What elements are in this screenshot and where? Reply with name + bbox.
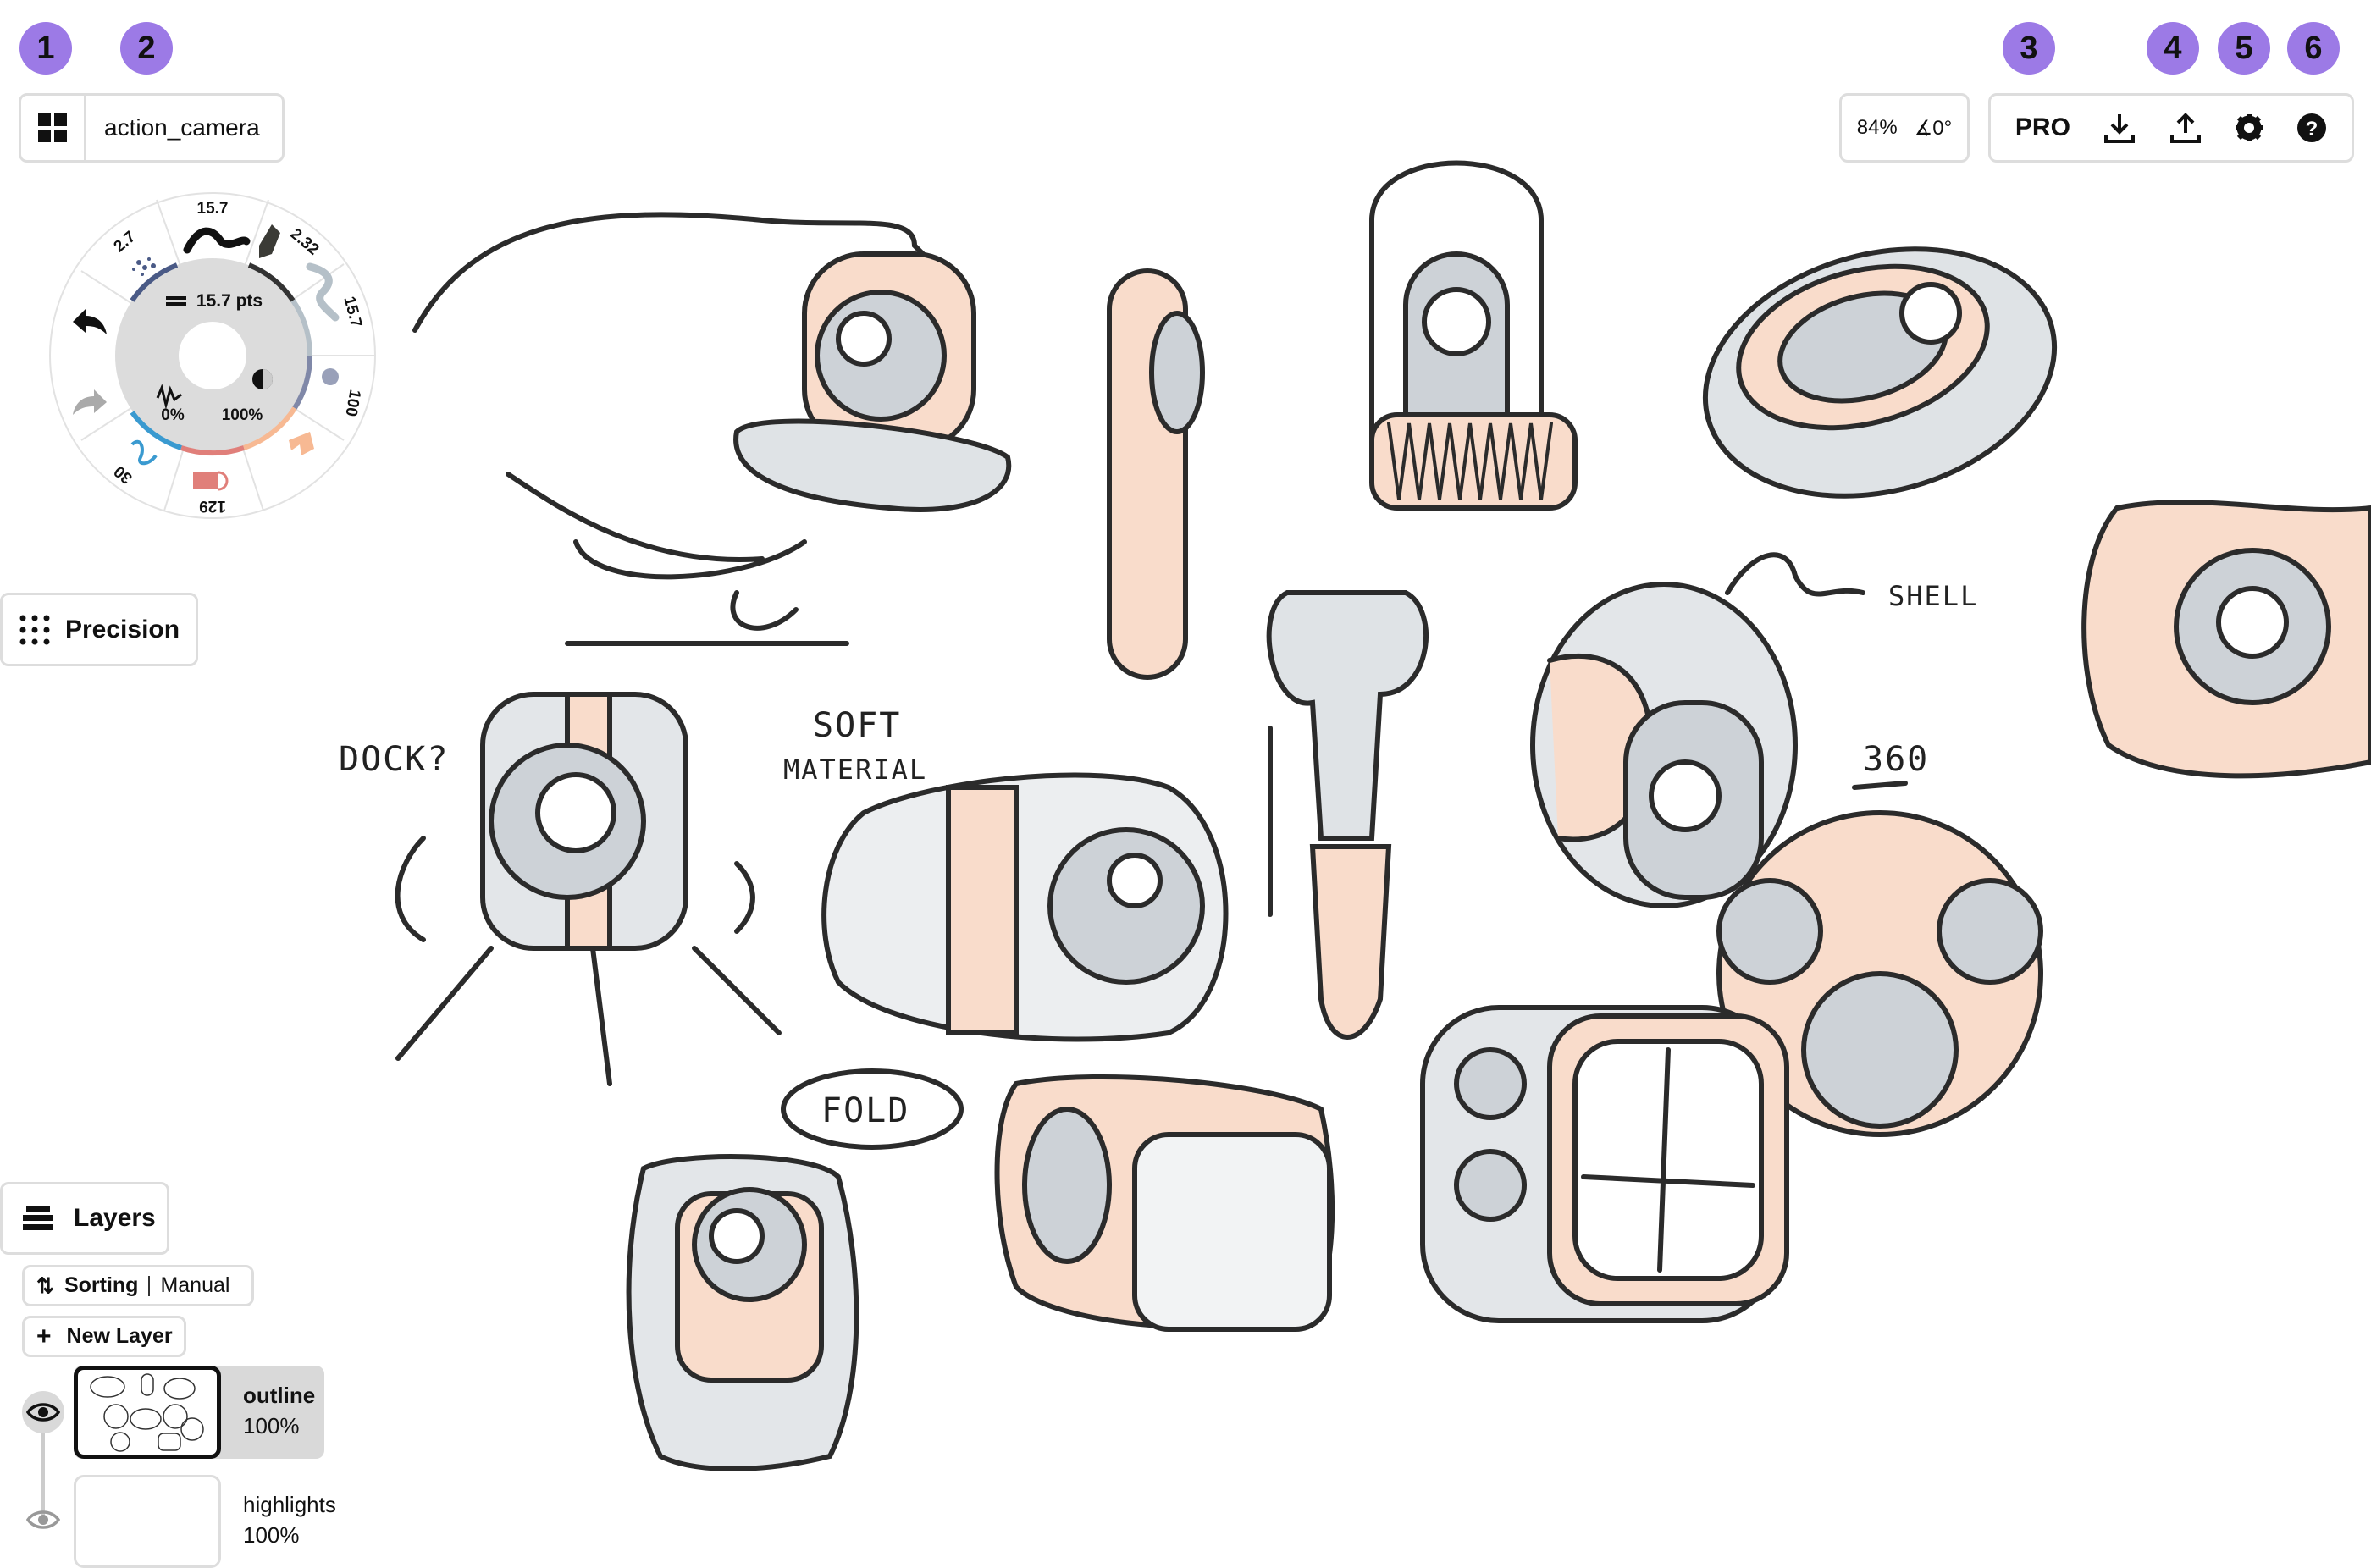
- note-fold: FOLD: [821, 1091, 909, 1130]
- document-title-panel: action_camera: [19, 93, 285, 163]
- svg-text:?: ?: [2306, 118, 2318, 141]
- layer-visibility-toggle[interactable]: [22, 1391, 64, 1433]
- gallery-button[interactable]: [21, 96, 86, 160]
- note-dock: DOCK?: [339, 740, 449, 779]
- eye-icon: [26, 1510, 60, 1529]
- layer-opacity: 100%: [243, 1522, 300, 1548]
- layer-thumbnail: [74, 1366, 221, 1459]
- pro-button[interactable]: PRO: [2015, 113, 2070, 141]
- opacity-icon[interactable]: [252, 369, 273, 389]
- highlighter-tool-icon[interactable]: [289, 432, 314, 455]
- precision-button[interactable]: Precision: [0, 593, 198, 666]
- pen-tool-icon[interactable]: [183, 227, 251, 254]
- sorting-value: Manual: [160, 1273, 230, 1297]
- layer-connector-line: [41, 1422, 45, 1516]
- note-shell: SHELL: [1888, 580, 1978, 612]
- airbrush-tool-icon[interactable]: [132, 257, 156, 276]
- layers-icon: [23, 1206, 53, 1230]
- marker-badge-1: 1: [19, 22, 72, 75]
- new-layer-button[interactable]: + New Layer: [22, 1316, 186, 1357]
- document-title[interactable]: action_camera: [104, 114, 260, 141]
- opacity-value: 100%: [222, 406, 263, 424]
- sorting-label: Sorting: [64, 1273, 139, 1297]
- undo-icon[interactable]: [73, 309, 107, 334]
- soft-brush-tool-icon[interactable]: [322, 368, 339, 385]
- rotation-angle: ∡0°: [1914, 116, 1953, 140]
- new-layer-label: New Layer: [66, 1324, 173, 1348]
- gear-icon[interactable]: [2234, 113, 2264, 143]
- layer-name: outline: [243, 1383, 316, 1408]
- pen-size: 15.7: [197, 200, 229, 218]
- zoom-level: 84%: [1856, 116, 1898, 139]
- marker-badge-2: 2: [120, 22, 173, 75]
- brush-size-readout: 15.7 pts: [196, 291, 263, 311]
- layers-label: Layers: [74, 1204, 156, 1232]
- marker-badge-3: 3: [2003, 22, 2055, 75]
- watercolor-tool-icon[interactable]: [306, 262, 340, 322]
- marker-tool-icon[interactable]: [259, 224, 280, 258]
- layer-visibility-toggle[interactable]: [22, 1503, 64, 1537]
- upload-icon[interactable]: [2169, 111, 2202, 145]
- layer-item-highlights[interactable]: highlights 100%: [74, 1475, 353, 1568]
- pencil-tool-icon[interactable]: [130, 439, 158, 466]
- layer-opacity: 100%: [243, 1413, 300, 1438]
- view-info[interactable]: 84% ∡0°: [1839, 93, 1970, 163]
- download-icon[interactable]: [2103, 111, 2136, 145]
- size-lines-icon: [166, 296, 186, 306]
- smoothing-icon[interactable]: [156, 384, 182, 410]
- note-material: MATERIAL: [783, 754, 927, 786]
- smoothing-value: 0%: [161, 406, 185, 424]
- grid-icon: [38, 113, 67, 142]
- redo-icon[interactable]: [73, 389, 107, 415]
- tool-wheel[interactable]: 15.7 2.7 2.32 15.7 100 129 30 15.7 pts 0…: [47, 186, 386, 525]
- note-soft: SOFT: [813, 706, 901, 745]
- layer-name: highlights: [243, 1492, 336, 1517]
- eraser-tool-icon[interactable]: [193, 471, 229, 491]
- eye-icon: [26, 1403, 60, 1422]
- marker-badge-5: 5: [2218, 22, 2270, 75]
- top-toolbar: PRO ?: [1988, 93, 2354, 163]
- marker-badge-6: 6: [2287, 22, 2340, 75]
- plus-icon: +: [36, 1322, 52, 1350]
- separator: [148, 1275, 151, 1296]
- dot-grid-icon: [19, 615, 50, 644]
- note-360: 360: [1863, 740, 1929, 779]
- help-icon[interactable]: ?: [2296, 113, 2327, 143]
- layer-thumbnail: [74, 1475, 221, 1568]
- eraser-size: 129: [199, 497, 226, 515]
- sorting-button[interactable]: ⇅ Sorting Manual: [22, 1265, 254, 1306]
- layer-item-outline[interactable]: outline 100%: [74, 1366, 324, 1459]
- sort-arrows-icon: ⇅: [36, 1273, 54, 1298]
- marker-badge-4: 4: [2147, 22, 2199, 75]
- precision-label: Precision: [65, 615, 180, 643]
- layers-button[interactable]: Layers: [0, 1182, 169, 1255]
